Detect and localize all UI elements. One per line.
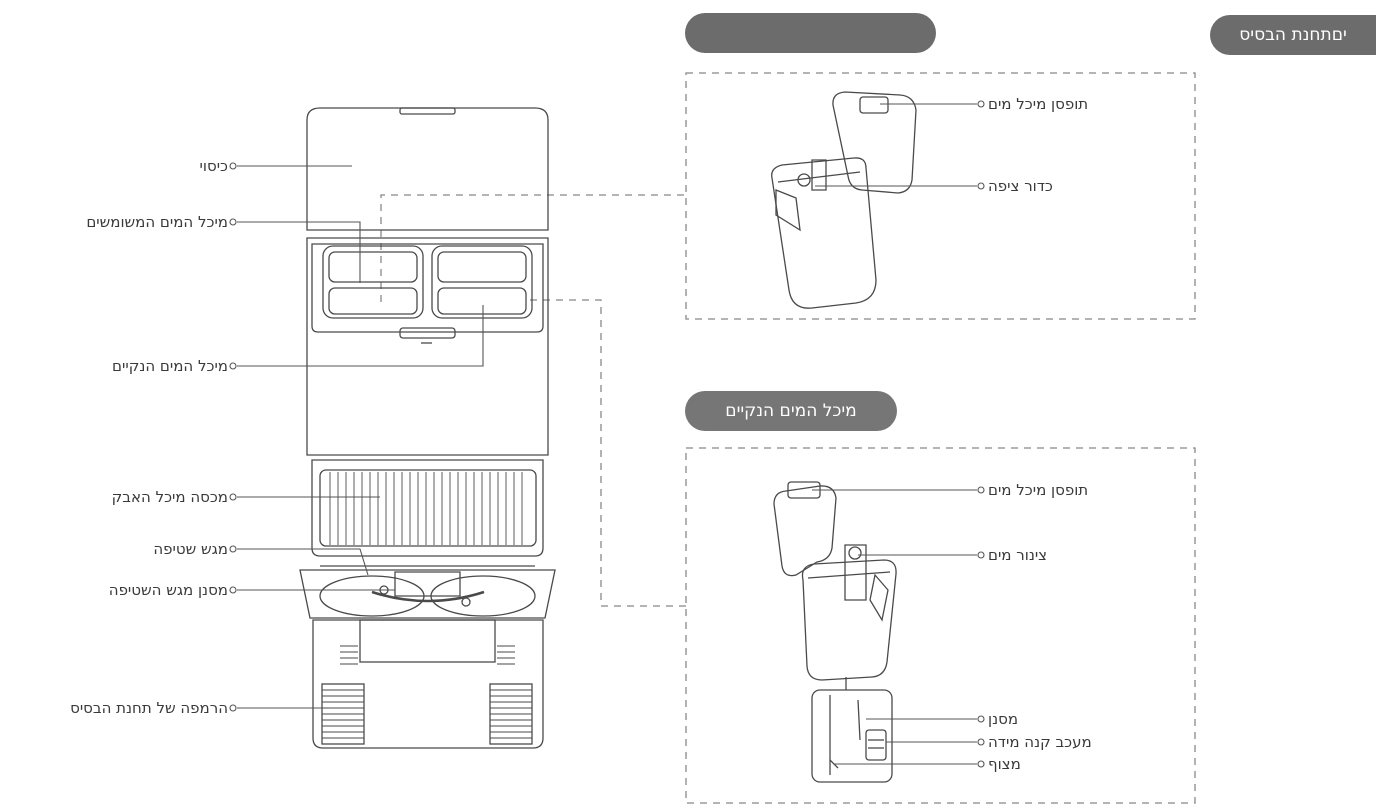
label-ramp: הרמפה של תחנת הבסיס	[70, 699, 228, 717]
dirty-tank-header-pill	[685, 13, 936, 53]
clean-tank-header-pill: מיכל המים הנקיים	[685, 391, 897, 431]
label-gauge-holder: מעכב קנה מידה	[988, 733, 1092, 751]
dirty-tank-illustration	[771, 91, 917, 309]
label-float-ball: כדור ציפה	[988, 177, 1053, 195]
clean-tank-illustration	[773, 481, 897, 783]
label-clean-latch: תופסן מיכל מים	[988, 481, 1089, 499]
station-body	[299, 107, 556, 749]
clean-tank-connector	[530, 299, 686, 607]
label-filter: מסנן	[988, 710, 1019, 728]
label-cover: כיסוי	[199, 157, 228, 175]
label-clean-tank: מיכל המים הנקיים	[112, 357, 228, 375]
label-dirty-latch: תופסן מיכל מים	[988, 95, 1089, 113]
label-dirty-tank: מיכל המים המשומשים	[86, 213, 228, 231]
clean-tank-detail-box	[685, 447, 1196, 804]
clean-tank-header: מיכל המים הנקיים	[725, 401, 857, 421]
label-water-pipe: צינור מים	[988, 546, 1048, 564]
base-station-header: יםתחנת הבסיס	[1239, 25, 1347, 45]
dirty-tank-detail-box	[685, 72, 1196, 320]
label-float: מצוף	[988, 755, 1021, 773]
label-wash-tray: מגש שטיפה	[153, 540, 228, 558]
dirty-tank-connector	[380, 194, 686, 302]
label-wash-tray-filter: מסנן מגש השטיפה	[108, 581, 228, 599]
base-station-header-pill: יםתחנת הבסיס	[1210, 15, 1376, 55]
label-dust-bin-cover: מכסה מיכל האבק	[111, 488, 228, 506]
